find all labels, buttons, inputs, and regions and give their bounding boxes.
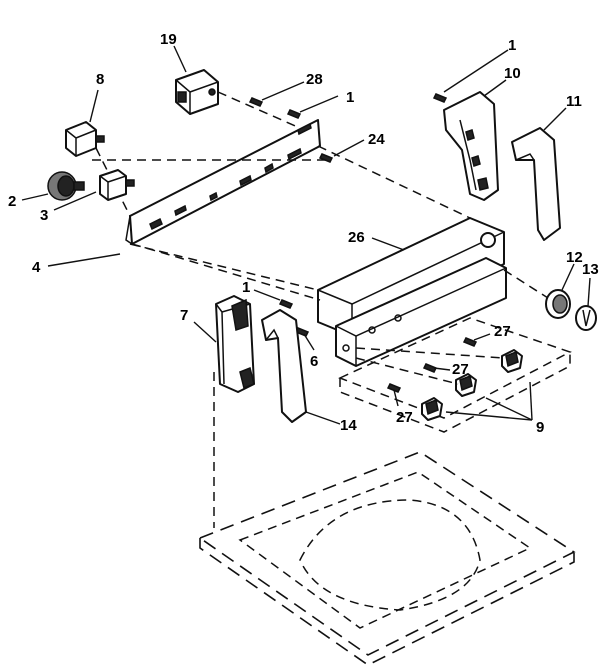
alignment-line-a [129, 243, 319, 291]
callout-2: 2 [8, 193, 16, 210]
screw-part-27-a [462, 337, 478, 347]
screw-part-1-right [432, 93, 448, 103]
screw-part-24 [318, 153, 334, 163]
callout-6: 6 [310, 353, 318, 370]
switch-part-3 [99, 169, 135, 201]
callout-1-lower: 1 [242, 279, 250, 296]
callout-26: 26 [348, 229, 365, 246]
alignment-line-b [317, 145, 471, 219]
push-button-9-c [421, 397, 443, 421]
button-group-outline-lower [339, 352, 571, 433]
alignment-line-c [131, 243, 321, 301]
callout-3: 3 [40, 207, 48, 224]
knob-cap-part-13 [575, 305, 597, 331]
callout-11: 11 [566, 93, 582, 110]
button-alignment-line-a [355, 347, 505, 359]
knob-part-2 [47, 171, 85, 201]
callout-14: 14 [340, 417, 357, 434]
bracket-part-7 [215, 295, 255, 393]
callout-4: 4 [32, 259, 41, 276]
screw-part-1-upper-left [286, 109, 302, 119]
push-button-9-a [501, 349, 523, 373]
callout-7: 7 [180, 307, 188, 324]
callout-8: 8 [96, 71, 104, 88]
switch-part-8 [65, 121, 105, 157]
bracket-part-10 [443, 91, 499, 201]
callout-12: 12 [566, 249, 583, 266]
button-group-outline [338, 317, 572, 419]
callout-10: 10 [504, 65, 521, 82]
push-button-9-b [455, 373, 477, 397]
callout-1-right: 1 [508, 37, 516, 54]
button-alignment-line-b [355, 357, 459, 385]
callout-27-a: 27 [494, 323, 511, 340]
callout-27-b: 27 [452, 361, 469, 378]
end-cap-part-11 [511, 127, 561, 241]
screw-part-27-c [386, 383, 402, 393]
control-panel-strip [125, 119, 321, 245]
timer-part-19 [175, 69, 301, 129]
callout-28: 28 [306, 71, 323, 88]
end-cap-part-14 [261, 309, 307, 423]
screw-part-1-lower [278, 299, 294, 309]
callout-13: 13 [582, 261, 599, 278]
screw-part-27-b [422, 363, 438, 373]
knob-part-12 [545, 289, 571, 319]
leader-lines [21, 45, 591, 425]
knob-alignment-line [503, 269, 549, 299]
callout-1-upper: 1 [346, 89, 354, 106]
screw-part-28 [248, 97, 264, 107]
cabinet-top-outline [198, 451, 576, 666]
callout-24: 24 [368, 131, 385, 148]
console-front-panel [335, 257, 507, 367]
callout-19: 19 [160, 31, 177, 48]
console-back-panel [317, 217, 505, 337]
callout-9: 9 [536, 419, 544, 436]
callout-27-c: 27 [396, 409, 413, 426]
